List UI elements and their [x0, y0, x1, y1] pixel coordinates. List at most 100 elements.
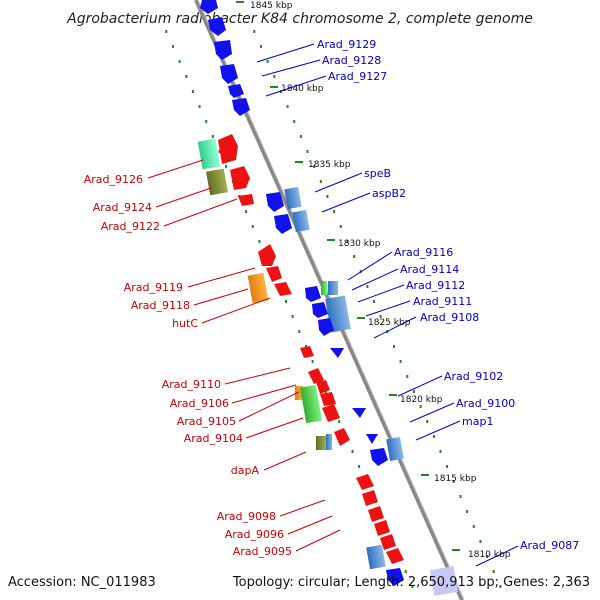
gene-label[interactable]: map1 [462, 415, 493, 428]
gene-arad-9087b [429, 566, 459, 596]
gene-map1-domain [386, 436, 404, 462]
gene-arad-9104-b [322, 404, 340, 422]
track-dot [459, 495, 462, 498]
tick-label: 1830 kbp [338, 239, 381, 249]
gene-label[interactable]: hutC [172, 317, 198, 330]
track-dot [185, 75, 188, 78]
track-dot [305, 345, 307, 348]
track-dot [165, 30, 168, 33]
track-dot [472, 525, 475, 528]
gene-arad-9111 [312, 302, 328, 318]
position-tick-1820: 1820 kbp [389, 394, 443, 405]
gene-arad-9098b [362, 490, 378, 506]
gene-label[interactable]: Arad_9096 [225, 528, 284, 541]
track-dot [311, 360, 314, 363]
gene-label[interactable]: Arad_9124 [93, 201, 152, 214]
track-dot [404, 570, 407, 573]
gene-label[interactable]: Arad_9118 [131, 299, 190, 312]
right-gene-labels: Arad_9129 Arad_9128 Arad_9127 speB aspB2… [317, 38, 579, 552]
gene-label[interactable]: dapA [231, 464, 260, 477]
tick-label: 1815 kbp [434, 474, 477, 484]
track-dot [439, 450, 442, 453]
track-dot [266, 60, 269, 63]
gene-label[interactable]: Arad_9122 [101, 220, 160, 233]
gene-label[interactable]: Arad_9100 [456, 397, 515, 410]
track-dot [245, 210, 248, 213]
topology-text: Topology: circular; Length: 2,650,913 bp… [232, 575, 590, 590]
track-dot [366, 285, 369, 288]
track-dot [492, 570, 495, 573]
gene-arad-9122 [238, 194, 254, 206]
gene-speB-domain [284, 186, 302, 210]
gene-label[interactable]: aspB2 [372, 187, 406, 200]
gene-label[interactable]: Arad_9106 [170, 397, 229, 410]
tick-label: 1840 kbp [281, 84, 324, 94]
gene-label[interactable]: Arad_9102 [444, 370, 503, 383]
gene-arad-9105 [299, 384, 323, 424]
tick-label: 1820 kbp [400, 395, 443, 405]
gene-label[interactable]: Arad_9087 [520, 539, 579, 552]
track-dot [286, 105, 289, 108]
tick-label: 1845 kbp [250, 1, 293, 11]
gene-arad-9127b [228, 84, 244, 98]
gene-arad-9118-domain [247, 272, 269, 304]
track-dot [299, 135, 302, 138]
gene-arad-9096 [368, 506, 384, 522]
gene-label[interactable]: Arad_9116 [394, 246, 453, 259]
track-dot [259, 45, 262, 48]
tick-label: 1810 kbp [468, 550, 511, 560]
gene-label[interactable]: Arad_9126 [84, 173, 143, 186]
gene-arad-9098 [356, 474, 374, 490]
track-dot [333, 210, 336, 213]
track-dot [319, 180, 322, 183]
gene-label[interactable]: Arad_9129 [317, 38, 376, 51]
track-dot [338, 420, 341, 423]
gene-label[interactable]: Arad_9110 [162, 378, 221, 391]
accession-text: Accession: NC_011983 [8, 575, 156, 590]
left-gene-labels: Arad_9126 Arad_9124 Arad_9122 Arad_9119 … [84, 173, 292, 558]
gene-map1 [370, 448, 388, 466]
gene-label[interactable]: Arad_9127 [328, 70, 387, 83]
track-dot [432, 435, 435, 438]
gene-label[interactable]: Arad_9108 [420, 311, 479, 324]
track-dot [346, 240, 349, 243]
gene-label[interactable]: Arad_9111 [413, 295, 472, 308]
track-dot [411, 585, 414, 588]
track-dot [446, 465, 449, 468]
gene-label[interactable]: Arad_9119 [124, 281, 183, 294]
gene-label[interactable]: Arad_9104 [184, 432, 243, 445]
track-dot [291, 315, 294, 318]
forward-strand-genes [197, 134, 404, 564]
gene-arad-9126 [218, 134, 238, 164]
gene-arad-9124-domain [206, 168, 228, 196]
track-dot [406, 375, 409, 378]
gene-label[interactable]: Arad_9095 [233, 545, 292, 558]
track-dot [419, 405, 422, 408]
track-dot [178, 60, 181, 63]
track-dot [412, 390, 415, 393]
gene-label[interactable]: Arad_9105 [177, 415, 236, 428]
track-dot [285, 300, 287, 303]
gene-arad-9095b [386, 548, 404, 564]
gene-arad-9127c [232, 98, 250, 116]
track-dot [191, 90, 194, 93]
gene-label[interactable]: Arad_9112 [406, 279, 465, 292]
tick-label: 1825 kbp [368, 318, 411, 328]
track-dot [313, 165, 316, 168]
gene-arad-9119-b [266, 266, 282, 282]
gene-arad-9087 [386, 568, 404, 586]
gene-label[interactable]: Arad_9114 [400, 263, 459, 276]
track-dot [306, 150, 309, 153]
gene-label[interactable]: Arad_9128 [322, 54, 381, 67]
gene-arad-9095 [380, 534, 396, 550]
gene-arad-9114b [328, 281, 338, 295]
gene-label[interactable]: Arad_9098 [217, 510, 276, 523]
gene-dapA-domain [316, 436, 326, 450]
gene-label[interactable]: speB [364, 167, 391, 180]
gene-arad-9110 [308, 368, 324, 384]
track-dot [399, 360, 402, 363]
map-title: Agrobacterium radiobacter K84 chromosome… [66, 11, 533, 27]
position-tick-1810: 1810 kbp [452, 549, 511, 560]
gene-aspB2 [274, 214, 292, 234]
